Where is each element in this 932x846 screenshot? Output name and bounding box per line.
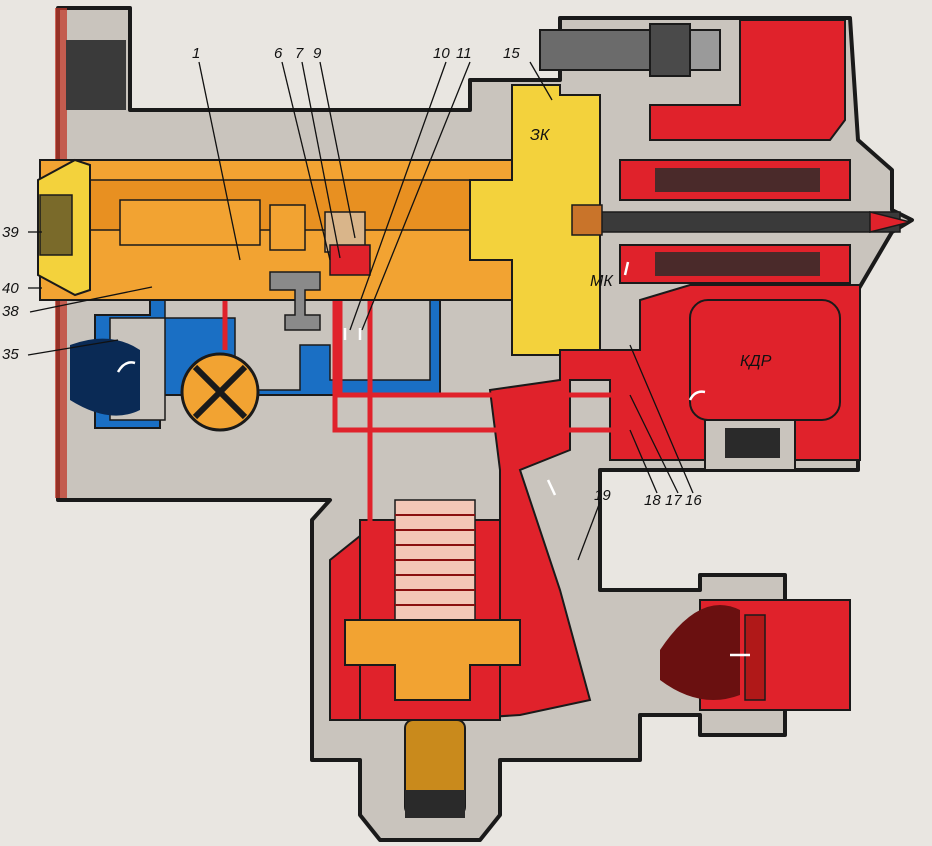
- label-15: 15: [503, 45, 520, 62]
- zone-kdr: КДР: [740, 353, 772, 370]
- center-spring: [571, 204, 603, 236]
- label-10: 10: [433, 45, 450, 62]
- leader-lines: [27, 61, 694, 561]
- label-35: 35: [2, 346, 19, 363]
- label-18: 18: [644, 492, 661, 509]
- label-1: 1: [192, 45, 200, 62]
- lower-yellow-piston: [344, 619, 521, 701]
- yellow-disc-zk: [469, 84, 601, 356]
- red-spring-assembly: [599, 159, 911, 284]
- olive-sight-glass: [39, 194, 73, 256]
- red-thin-channels: [222, 260, 620, 525]
- grey-piston: [269, 271, 321, 331]
- label-9: 9: [313, 45, 322, 62]
- flow-arrows: [116, 261, 750, 657]
- label-17: 17: [665, 492, 682, 509]
- rotary-valve: [180, 352, 260, 432]
- zone-zk: ЗК: [530, 127, 551, 144]
- label-7: 7: [295, 45, 304, 62]
- label-16: 16: [685, 492, 702, 509]
- red-upper-chamber: [649, 19, 846, 141]
- label-6: 6: [274, 45, 283, 62]
- top-left-port: [66, 40, 126, 110]
- top-bolt: [539, 23, 721, 77]
- label-11: 11: [456, 45, 472, 62]
- label-39: 39: [2, 224, 19, 241]
- label-40: 40: [2, 280, 19, 297]
- orange-valve-core: [39, 159, 521, 301]
- zone-mk: МК: [590, 273, 614, 290]
- right-outlet: [660, 599, 851, 711]
- label-38: 38: [2, 303, 19, 320]
- label-19: 19: [594, 487, 611, 504]
